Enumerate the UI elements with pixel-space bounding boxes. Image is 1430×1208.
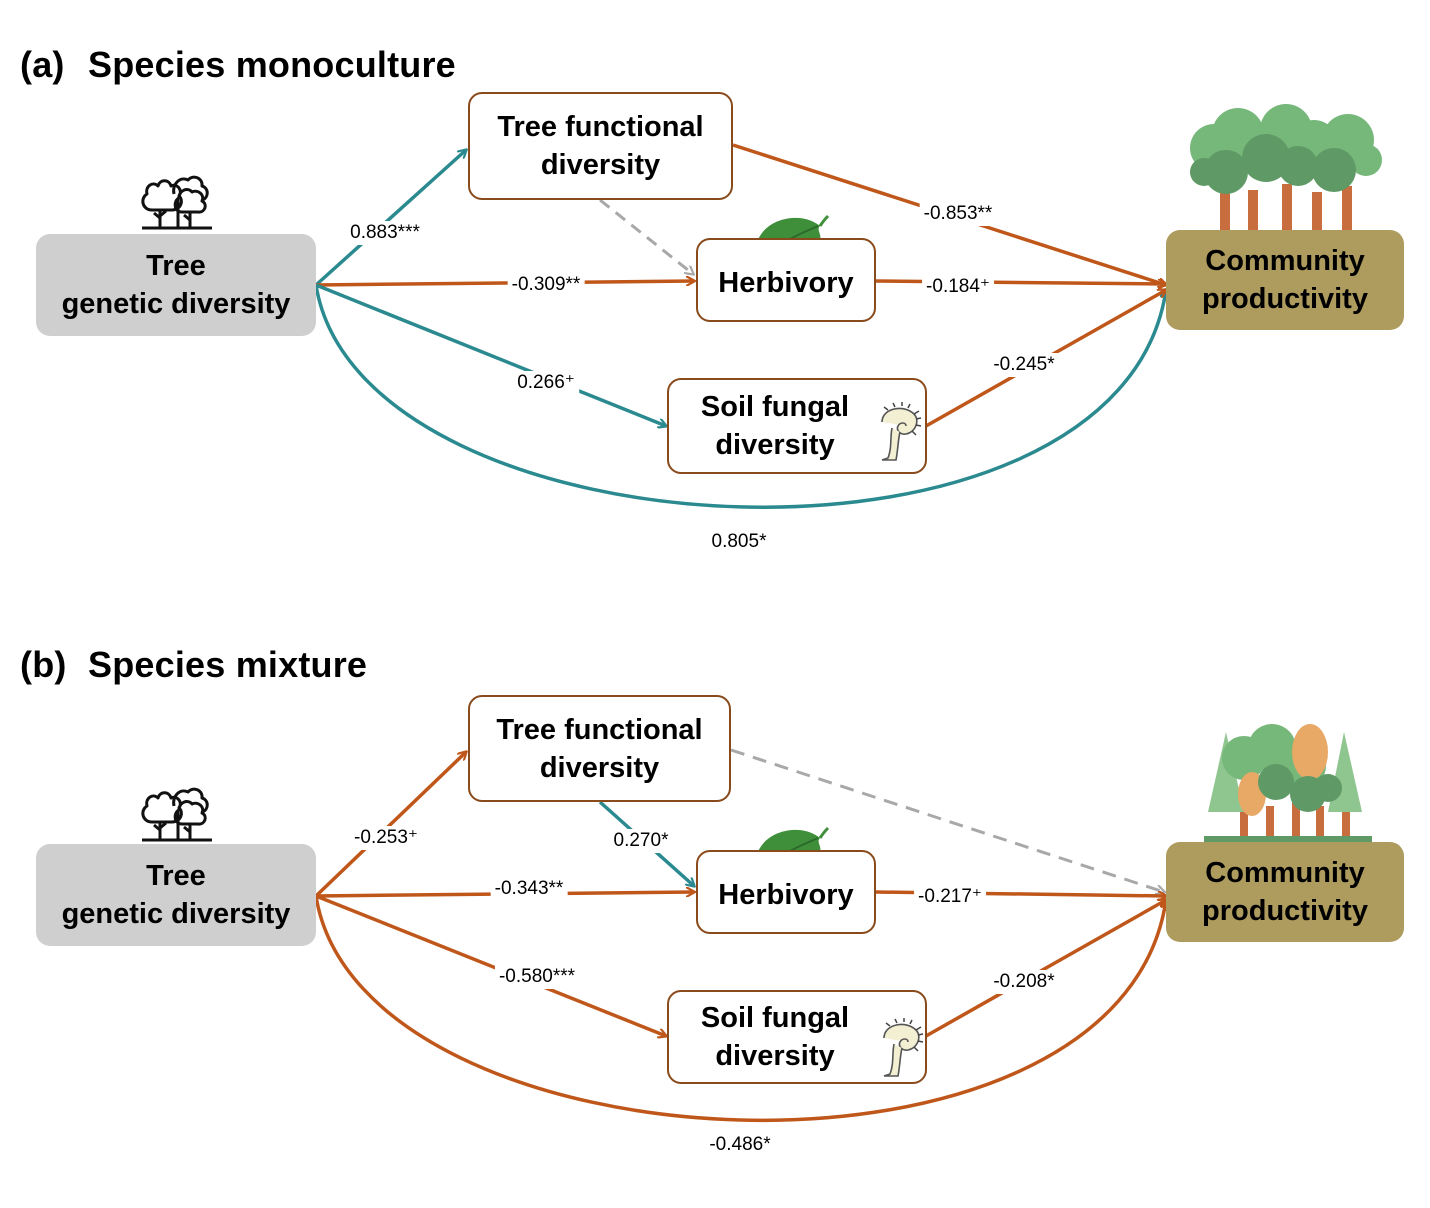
panel-title-text: Species mixture <box>88 644 368 685</box>
panel-a: (a) Species monoculture <box>20 44 1404 554</box>
coef-genetic-functional: 0.883*** <box>346 221 424 245</box>
coef-genetic-productivity: 0.805* <box>707 530 771 554</box>
panel-title-text: Species monoculture <box>88 44 456 85</box>
path-functional-herbivory <box>599 198 693 274</box>
node-community-productivity: Community productivity <box>1166 230 1404 330</box>
coef-genetic-herbivory: -0.343** <box>490 877 568 901</box>
coef-herbivory-productivity: -0.184⁺ <box>922 275 994 299</box>
coef-genetic-fungal: -0.580*** <box>494 965 580 989</box>
trees-outline-icon <box>141 175 212 230</box>
path-herbivory-productivity <box>875 281 1166 284</box>
path-genetic-productivity <box>314 284 1166 509</box>
panel-title: (a) Species monoculture <box>20 44 456 86</box>
node-tree-functional-diversity: Tree functional diversity <box>468 695 731 802</box>
path-diagram-links <box>314 748 1430 1123</box>
node-tree-genetic-diversity: Tree genetic diversity <box>36 234 316 336</box>
path-genetic-functional <box>314 752 466 898</box>
panel-tag: (a) <box>20 44 65 85</box>
node-label: Herbivory <box>718 879 854 911</box>
fungus-icon <box>881 402 922 461</box>
panel-b: (b) Species mixture <box>0 604 1430 1208</box>
node-herbivory: Herbivory <box>696 238 876 322</box>
node-soil-fungal-diversity: Soil fungal diversity <box>667 990 927 1084</box>
fungus-icon <box>883 1018 924 1077</box>
coef-genetic-functional: -0.253⁺ <box>350 826 422 850</box>
node-label: Tree genetic diversity <box>61 860 291 930</box>
node-community-productivity: Community productivity <box>1166 842 1404 942</box>
coef-genetic-productivity: -0.486* <box>705 1133 775 1157</box>
node-tree-functional-diversity: Tree functional diversity <box>468 92 733 200</box>
path-functional-productivity <box>730 748 1164 892</box>
coef-fungal-productivity: -0.245* <box>989 353 1059 377</box>
mixed-forest-icon <box>1204 724 1372 842</box>
coef-herbivory-productivity: -0.217⁺ <box>914 885 986 909</box>
path-genetic-herbivory <box>315 281 694 287</box>
coef-genetic-herbivory: -0.309** <box>507 273 585 297</box>
path-genetic-fungal <box>315 894 666 1036</box>
path-genetic-productivity <box>314 895 1166 1123</box>
green-forest-icon <box>1190 104 1382 234</box>
node-label: Community productivity <box>1202 245 1368 315</box>
path-fungal-productivity <box>925 900 1166 1038</box>
node-label: Community productivity <box>1202 857 1368 927</box>
node-label: Soil fungal diversity <box>700 391 850 461</box>
node-tree-genetic-diversity: Tree genetic diversity <box>36 844 316 946</box>
path-genetic-fungal <box>315 283 666 426</box>
coef-functional-productivity: -0.853** <box>919 202 997 226</box>
node-label: Soil fungal diversity <box>700 1002 850 1072</box>
trees-outline-icon <box>141 787 212 842</box>
panel-tag: (b) <box>20 644 67 685</box>
node-herbivory: Herbivory <box>696 850 876 934</box>
node-label: Tree functional diversity <box>496 713 703 784</box>
path-genetic-functional <box>314 150 466 287</box>
coef-genetic-fungal: 0.266⁺ <box>513 371 579 395</box>
coef-fungal-productivity: -0.208* <box>989 970 1059 994</box>
coef-functional-herbivory: 0.270* <box>609 829 673 853</box>
node-label: Tree functional diversity <box>497 111 704 181</box>
node-soil-fungal-diversity: Soil fungal diversity <box>667 378 927 474</box>
panel-title: (b) Species mixture <box>20 644 367 686</box>
node-label: Tree genetic diversity <box>61 250 291 320</box>
node-label: Herbivory <box>718 267 854 299</box>
